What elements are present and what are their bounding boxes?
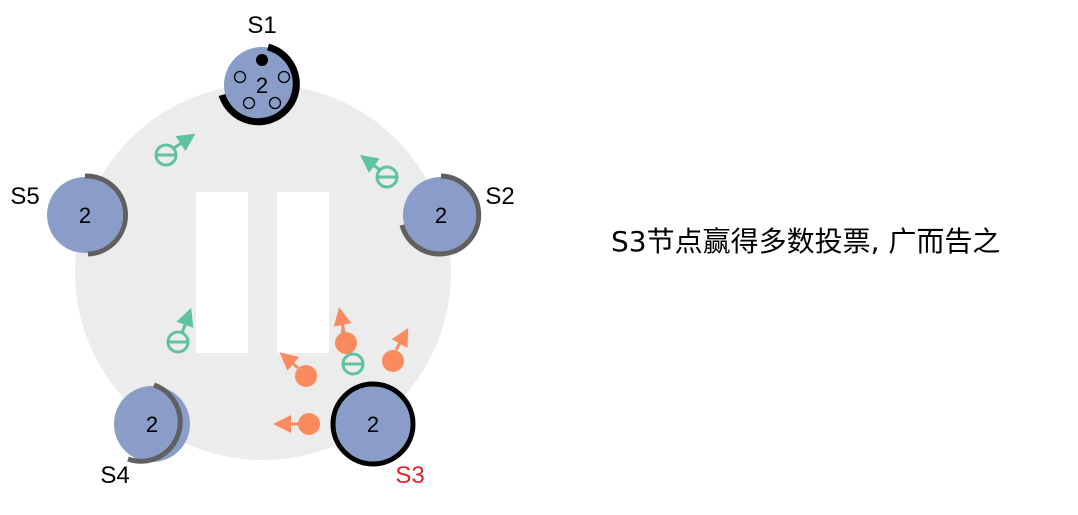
server-node-s5[interactable]: 2 [47, 173, 128, 257]
append-message [382, 327, 409, 372]
s3-term: 2 [367, 412, 379, 437]
server-node-s3[interactable]: 2 [330, 381, 416, 467]
append-message [333, 307, 357, 354]
s1-term: 2 [256, 73, 268, 98]
pause-icon[interactable] [196, 192, 329, 353]
s1-self-vote-dot [256, 54, 268, 66]
s1-timeout-arc [218, 43, 300, 126]
diagram-caption: S3节点赢得多数投票, 广而告之 [611, 225, 1001, 258]
cluster-background [75, 84, 451, 460]
s4-label: S4 [100, 462, 129, 489]
s4-term: 2 [146, 412, 158, 437]
vote-message [360, 155, 399, 189]
s1-label: S1 [247, 12, 276, 39]
vote-message [154, 133, 196, 167]
s2-timeout-arc [399, 173, 482, 257]
server-node-s1[interactable]: 2 [218, 43, 300, 126]
s1-vote-slot [233, 70, 247, 84]
server-node-s2[interactable]: 2 [399, 173, 482, 257]
s2-label: S2 [485, 183, 514, 210]
append-message [279, 352, 317, 387]
s5-term: 2 [79, 203, 91, 228]
s5-label: S5 [10, 183, 39, 210]
append-message [273, 413, 320, 435]
s1-vote-slot [242, 96, 256, 110]
s1-vote-slot [268, 96, 282, 110]
s2-term: 2 [435, 203, 447, 228]
s1-vote-slot [277, 70, 291, 84]
vote-message [166, 307, 194, 354]
server-node-s4[interactable]: 2 [114, 382, 190, 464]
s5-timeout-arc [84, 173, 128, 257]
s4-timeout-arc [127, 382, 183, 464]
s3-label: S3 [395, 462, 424, 489]
